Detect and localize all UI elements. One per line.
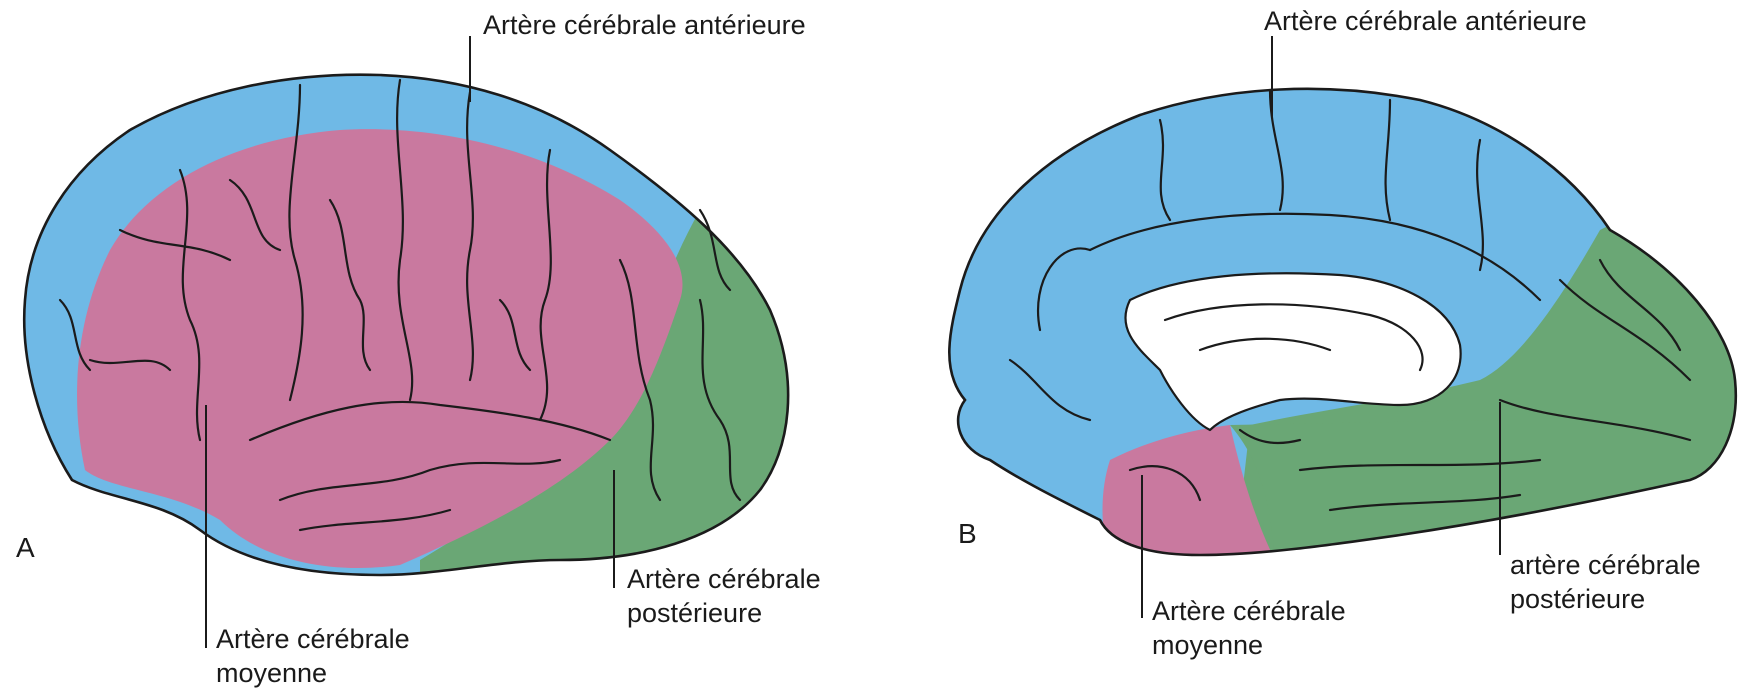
panel-b-posterior-label-line1: artère cérébrale bbox=[1510, 548, 1701, 582]
panel-a-posterior-label-line2: postérieure bbox=[627, 596, 762, 630]
panel-a-posterior-label-line1: Artère cérébrale bbox=[627, 562, 821, 596]
panel-b-middle-label-line2: moyenne bbox=[1152, 628, 1263, 662]
panel-b-posterior-label-line2: postérieure bbox=[1510, 582, 1645, 616]
panel-b-letter: B bbox=[958, 518, 977, 550]
panel-a-middle-label-line2: moyenne bbox=[216, 656, 327, 690]
panel-a-middle-label-line1: Artère cérébrale bbox=[216, 622, 410, 656]
panel-a-letter: A bbox=[16, 532, 35, 564]
panel-b-anterior-label: Artère cérébrale antérieure bbox=[1264, 4, 1587, 38]
panel-a-anterior-label: Artère cérébrale antérieure bbox=[483, 8, 806, 42]
panel-b-middle-label-line1: Artère cérébrale bbox=[1152, 594, 1346, 628]
